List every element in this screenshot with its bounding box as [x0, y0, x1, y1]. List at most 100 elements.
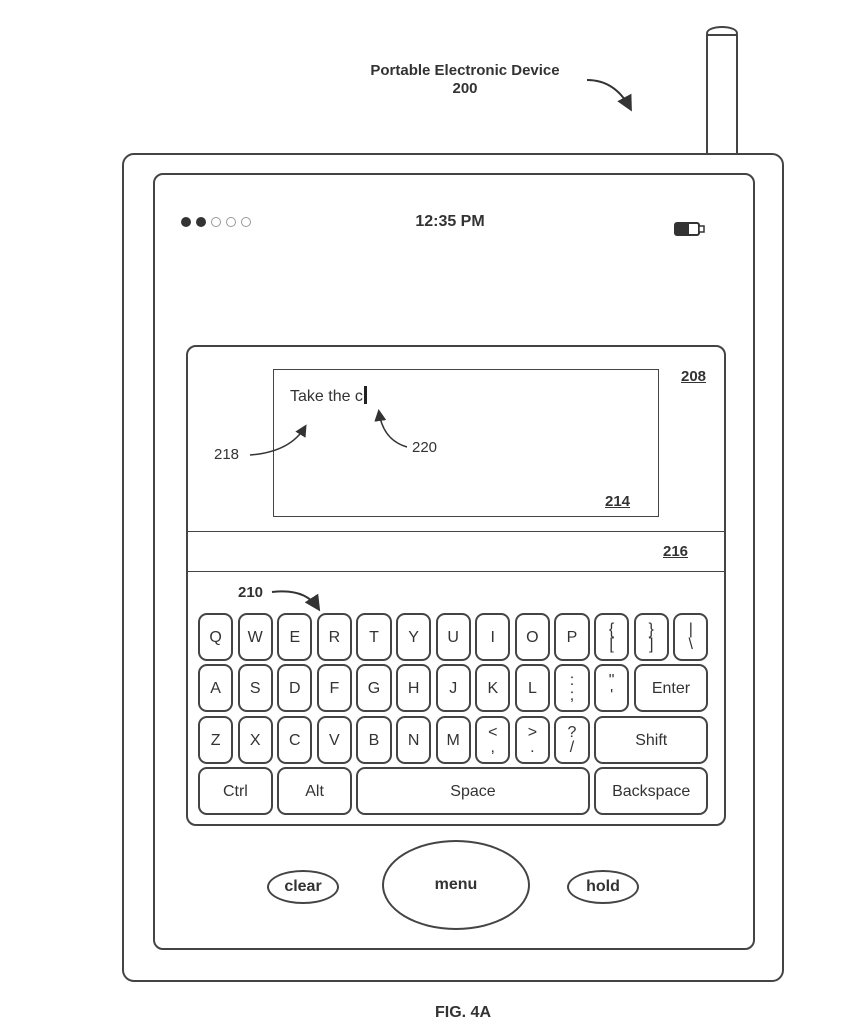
key-char[interactable]: N	[396, 716, 432, 764]
key-char[interactable]: Y	[396, 613, 432, 661]
key-label: D	[289, 679, 301, 697]
key-shift[interactable]: Shift	[594, 716, 709, 764]
display-panel	[186, 345, 726, 826]
key-label: >	[527, 724, 538, 741]
key-char[interactable]: |\	[673, 613, 709, 661]
cursor-ref-label: 220	[412, 439, 438, 456]
hold-button[interactable]: hold	[567, 870, 639, 904]
key-label: |	[688, 621, 693, 638]
figure-caption: FIG. 4A	[434, 1004, 491, 1021]
signal-dot	[226, 217, 236, 227]
key-char[interactable]: {[	[594, 613, 630, 661]
key-label: C	[289, 731, 301, 749]
signal-dot	[196, 217, 206, 227]
key-char[interactable]: A	[198, 664, 234, 712]
key-label: H	[407, 679, 420, 697]
battery-icon	[674, 222, 705, 236]
key-label: R	[328, 628, 341, 646]
key-label: I	[490, 628, 495, 646]
key-char[interactable]: L	[514, 664, 550, 712]
key-char[interactable]: Q	[198, 613, 234, 661]
signal-dot	[211, 217, 221, 227]
key-sublabel: [	[609, 636, 614, 653]
key-char[interactable]: O	[514, 613, 550, 661]
key-char[interactable]: D	[277, 664, 313, 712]
key-char[interactable]: F	[316, 664, 352, 712]
key-label: Q	[209, 628, 222, 646]
key-char[interactable]: ?/	[554, 716, 590, 764]
key-label: O	[526, 628, 539, 646]
key-enter[interactable]: Enter	[633, 664, 709, 712]
signal-dot	[181, 217, 191, 227]
key-char[interactable]: J	[435, 664, 471, 712]
keyboard-ref: 210	[238, 584, 264, 601]
text-input-value[interactable]: Take the c	[290, 386, 367, 406]
key-char[interactable]: P	[554, 613, 590, 661]
key-label: U	[447, 628, 459, 646]
key-label: L	[527, 679, 537, 697]
key-label: K	[487, 679, 499, 697]
key-label: N	[407, 731, 420, 749]
key-char[interactable]: W	[237, 613, 273, 661]
key-label: Shift	[635, 731, 668, 749]
key-label: E	[289, 628, 301, 646]
key-label: A	[210, 679, 221, 697]
key-label: J	[449, 679, 458, 697]
key-label: X	[249, 731, 261, 749]
key-sublabel: '	[610, 687, 614, 704]
key-backspace[interactable]: Backspace	[594, 767, 709, 815]
signal-dot	[241, 217, 251, 227]
key-char[interactable]: R	[316, 613, 352, 661]
key-sublabel: ;	[569, 687, 575, 704]
key-char[interactable]: C	[277, 716, 313, 764]
key-label: V	[329, 731, 340, 749]
key-ctrl[interactable]: Ctrl	[198, 767, 273, 815]
key-char[interactable]: M	[435, 716, 471, 764]
key-label: T	[369, 628, 379, 646]
clear-button[interactable]: clear	[267, 870, 339, 904]
key-char[interactable]: K	[475, 664, 511, 712]
device-screen	[153, 173, 755, 950]
key-label: :	[569, 672, 575, 689]
key-char[interactable]: S	[237, 664, 273, 712]
key-label: Enter	[651, 679, 691, 697]
textbox-ref: 214	[605, 493, 631, 510]
key-label: Space	[450, 782, 496, 800]
key-label: Z	[210, 731, 221, 749]
key-label: F	[329, 679, 340, 697]
key-label: Ctrl	[222, 782, 248, 800]
key-char[interactable]: >.	[514, 716, 550, 764]
key-alt[interactable]: Alt	[277, 767, 352, 815]
key-char[interactable]: Z	[198, 716, 234, 764]
key-char[interactable]: B	[356, 716, 392, 764]
key-label: Backspace	[612, 782, 691, 800]
key-char[interactable]: }]	[633, 613, 669, 661]
key-char[interactable]: G	[356, 664, 392, 712]
figure-title: Portable Electronic Device 200	[330, 62, 600, 98]
key-label: B	[368, 731, 380, 749]
title-line1: Portable Electronic Device	[370, 62, 560, 79]
key-char[interactable]: "'	[594, 664, 630, 712]
key-char[interactable]: V	[316, 716, 352, 764]
key-char[interactable]: X	[237, 716, 273, 764]
display-ref: 208	[681, 368, 707, 385]
key-label: W	[247, 628, 263, 646]
status-time: 12:35 PM	[415, 213, 485, 230]
key-char[interactable]: U	[435, 613, 471, 661]
key-sublabel: .	[530, 739, 535, 756]
key-char[interactable]: E	[277, 613, 313, 661]
key-char[interactable]: :;	[554, 664, 590, 712]
key-label: Y	[408, 628, 419, 646]
menu-button[interactable]: menu	[382, 840, 530, 930]
key-label: <	[488, 724, 498, 741]
divider-top	[186, 531, 726, 532]
key-char[interactable]: H	[396, 664, 432, 712]
key-char[interactable]: <,	[475, 716, 511, 764]
text-ref-label: 218	[214, 446, 240, 463]
key-char[interactable]: T	[356, 613, 392, 661]
key-label: M	[446, 731, 460, 749]
key-space[interactable]: Space	[356, 767, 590, 815]
key-sublabel: ,	[490, 739, 495, 756]
key-char[interactable]: I	[475, 613, 511, 661]
